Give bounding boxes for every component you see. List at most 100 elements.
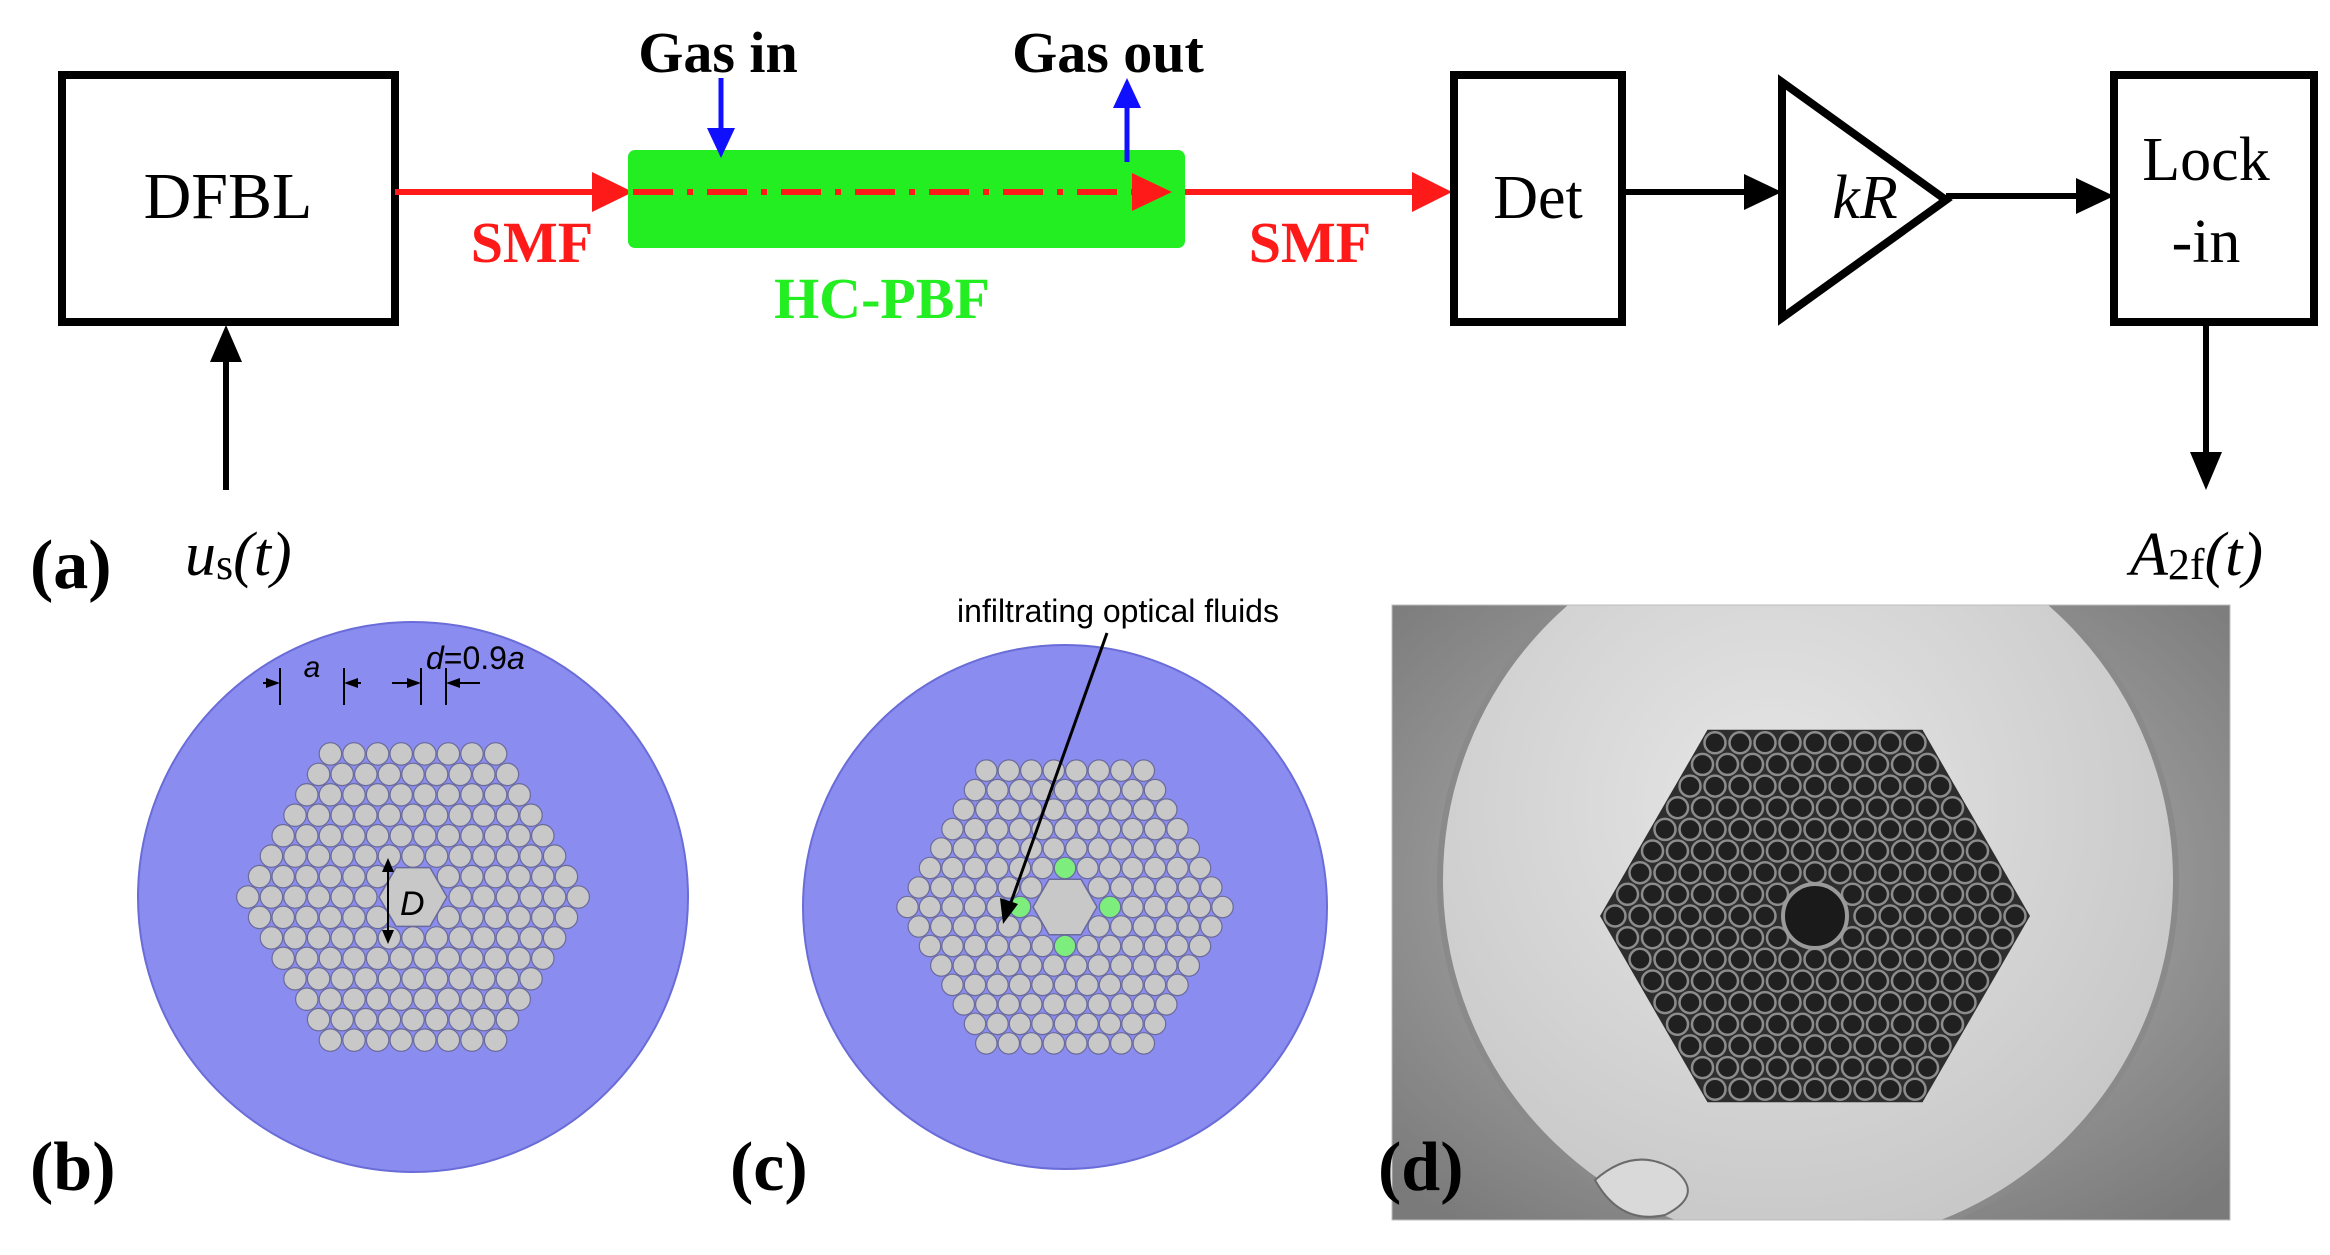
air-hole <box>1087 915 1111 938</box>
sem-air-hole <box>1703 860 1727 885</box>
sem-air-hole <box>1740 925 1765 950</box>
sem-air-hole <box>1665 839 1690 863</box>
air-hole <box>1166 856 1189 880</box>
panel-b-core <box>378 866 448 928</box>
panel-label-c: (c) <box>730 1129 808 1206</box>
sem-air-hole <box>1803 990 1827 1015</box>
sem-air-hole <box>1903 1077 1927 1101</box>
sem-air-hole <box>1703 774 1727 798</box>
air-hole <box>1177 837 1201 860</box>
air-hole <box>1132 993 1156 1016</box>
sem-air-hole <box>1790 1012 1815 1037</box>
det-to-amp-arrow <box>1622 174 1782 210</box>
sem-air-hole <box>1665 795 1690 820</box>
air-hole <box>542 885 567 909</box>
air-hole <box>1053 778 1077 802</box>
air-hole <box>554 905 579 930</box>
sem-air-hole <box>1915 795 1940 820</box>
sem-air-hole <box>1765 795 1790 820</box>
sem-air-hole <box>1853 1034 1877 1058</box>
air-hole <box>1200 876 1223 899</box>
sem-air-hole <box>1678 990 1702 1015</box>
sem-air-hole <box>1815 969 1840 993</box>
sem-air-hole <box>1740 1012 1765 1037</box>
sem-air-hole <box>1753 774 1777 798</box>
sem-air-hole <box>1915 882 1940 907</box>
sem-air-hole <box>1790 795 1815 820</box>
sem-air-hole <box>1928 947 1952 972</box>
air-hole <box>294 987 319 1011</box>
sem-air-hole <box>1903 947 1927 972</box>
air-hole <box>318 864 343 889</box>
sem-air-hole <box>1703 731 1727 755</box>
air-hole <box>412 946 437 971</box>
sem-air-hole <box>1753 860 1777 885</box>
air-hole <box>460 1028 484 1052</box>
air-hole <box>330 803 354 827</box>
sem-air-hole <box>1803 774 1827 798</box>
air-hole <box>342 823 366 848</box>
sem-air-hole <box>1940 795 1965 820</box>
sem-air-hole <box>1740 882 1765 907</box>
air-hole <box>1143 895 1167 919</box>
laser-label: DFBL <box>144 160 313 233</box>
air-hole <box>507 905 531 930</box>
air-hole <box>519 926 543 950</box>
air-hole <box>974 837 998 860</box>
air-hole <box>1053 817 1077 841</box>
air-hole <box>318 823 343 848</box>
air-hole <box>530 905 555 930</box>
sem-air-hole <box>1928 817 1952 842</box>
sem-air-hole <box>1978 947 2002 972</box>
air-hole <box>952 876 976 899</box>
air-hole <box>1065 798 1088 821</box>
sem-air-hole <box>1690 1012 1715 1037</box>
sem-air-hole <box>1753 904 1777 928</box>
air-hole <box>952 993 976 1016</box>
air-hole <box>471 926 496 950</box>
air-hole <box>1132 1032 1156 1055</box>
air-hole <box>1065 837 1088 860</box>
air-hole <box>1076 1012 1099 1036</box>
gas-in-label: Gas in <box>638 20 798 85</box>
air-hole <box>495 844 520 868</box>
sem-air-hole <box>1753 990 1777 1015</box>
air-hole <box>952 837 976 860</box>
air-hole <box>412 742 437 766</box>
sem-air-hole <box>1890 839 1915 863</box>
sem-air-hole <box>1653 860 1677 885</box>
air-hole <box>1211 895 1234 919</box>
sem-air-hole <box>1640 882 1665 907</box>
air-hole <box>318 905 343 930</box>
air-hole <box>483 782 508 807</box>
sem-air-hole <box>1778 1077 1802 1101</box>
sem-air-hole <box>1815 1012 1840 1037</box>
sem-air-hole <box>1953 947 1977 972</box>
sem-air-hole <box>1828 860 1852 885</box>
air-hole <box>907 876 931 899</box>
air-hole <box>1076 817 1099 841</box>
sem-air-hole <box>1853 904 1877 928</box>
air-hole <box>306 1007 331 1032</box>
air-hole <box>941 817 964 841</box>
air-hole <box>448 885 472 909</box>
air-hole <box>330 1007 354 1032</box>
sem-air-hole <box>1715 969 1740 993</box>
sem-air-hole <box>1828 1034 1852 1058</box>
sem-air-hole <box>1803 947 1827 972</box>
air-hole <box>1166 817 1189 841</box>
sem-air-hole <box>1628 860 1652 885</box>
sem-air-hole <box>1690 839 1715 863</box>
air-hole <box>306 803 331 827</box>
air-hole <box>963 895 987 919</box>
air-hole <box>377 966 402 991</box>
air-hole <box>377 762 402 787</box>
air-hole <box>1042 1032 1066 1055</box>
sem-air-hole <box>1803 860 1827 885</box>
air-hole <box>330 966 354 991</box>
hcpbf-fiber <box>628 150 1185 248</box>
air-hole <box>1098 973 1122 997</box>
air-hole <box>495 966 520 991</box>
detector-box: Det <box>1450 71 1626 326</box>
air-hole <box>483 987 508 1011</box>
